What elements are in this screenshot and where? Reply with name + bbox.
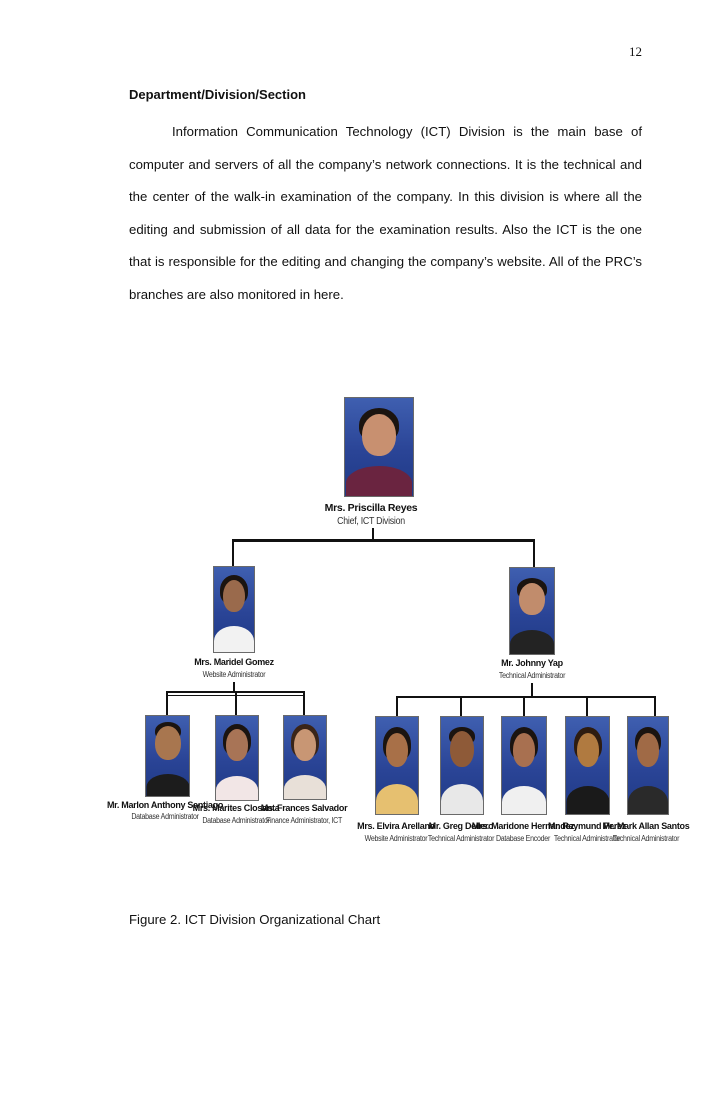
staff-title: Technical Administrator <box>613 834 679 843</box>
connector-left-manager <box>232 541 234 566</box>
connector-right-3 <box>523 696 525 716</box>
connector-right-4 <box>586 696 588 716</box>
chief-photo <box>344 397 414 497</box>
staff-name: Ms. Frances Salvador <box>261 803 348 813</box>
connector-chief-down <box>372 528 374 540</box>
connector-right-manager <box>533 541 535 567</box>
manager-name: Mrs. Maridel Gomez <box>194 657 274 667</box>
connector-left-3 <box>303 691 305 715</box>
staff-name: Mr. Mark Allan Santos <box>603 821 690 831</box>
connector-right-2 <box>460 696 462 716</box>
chief-name: Mrs. Priscilla Reyes <box>325 502 418 514</box>
connector-left-2 <box>235 691 237 715</box>
manager-title: Website Administrator <box>203 670 266 679</box>
staff-title: Technical Administrator <box>428 834 494 843</box>
section-heading: Department/Division/Section <box>129 87 306 102</box>
connector-left-1 <box>166 691 168 715</box>
staff-photo <box>565 716 610 815</box>
page-number: 12 <box>600 44 642 60</box>
manager-photo <box>213 566 255 653</box>
staff-title: Database Administrator <box>131 812 198 821</box>
staff-photo <box>501 716 547 815</box>
connector-right-manager-down <box>531 683 533 697</box>
chief-title: Chief, ICT Division <box>337 516 405 527</box>
staff-photo <box>375 716 419 815</box>
staff-title: Technical Administrator <box>554 834 620 843</box>
connector-right-5 <box>654 696 656 716</box>
staff-photo <box>145 715 190 797</box>
manager-name: Mr. Johnny Yap <box>501 658 563 668</box>
connector-right-1 <box>396 696 398 716</box>
staff-photo <box>627 716 669 815</box>
connector-left-team-bar <box>166 691 305 693</box>
body-paragraph: Information Communication Technology (IC… <box>129 116 642 312</box>
connector-right-team-bar <box>396 696 656 698</box>
manager-photo <box>509 567 555 655</box>
staff-photo <box>215 715 259 801</box>
staff-title: Website Administrator <box>365 834 428 843</box>
connector-left-team-bar-2 <box>166 695 305 696</box>
staff-name: Mrs. Elvira Arellano <box>357 821 435 831</box>
connector-left-manager-down <box>233 682 235 692</box>
connector-top-bar <box>232 539 535 542</box>
figure-caption: Figure 2. ICT Division Organizational Ch… <box>129 912 380 927</box>
staff-title: Database Administrator <box>202 816 269 825</box>
manager-title: Technical Administrator <box>499 671 565 680</box>
staff-title: Finance Administrator, ICT <box>266 816 342 825</box>
staff-title: Database Encoder <box>496 834 550 843</box>
staff-photo <box>440 716 484 815</box>
staff-photo <box>283 715 327 800</box>
